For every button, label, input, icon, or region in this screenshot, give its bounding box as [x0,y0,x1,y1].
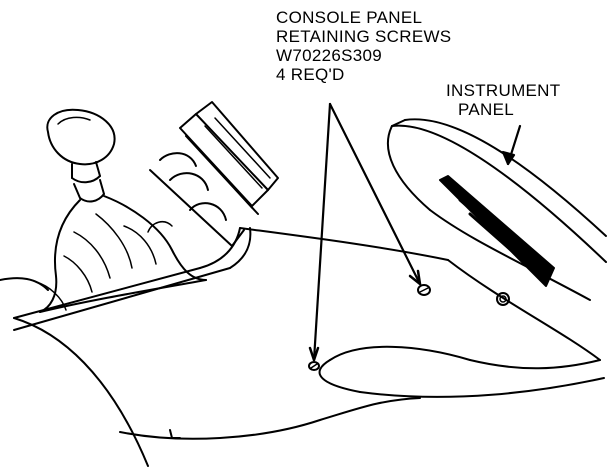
console-panel-screws-callout: CONSOLE PANEL RETAINING SCREWS W70226S30… [276,8,451,84]
screw-leader-lines [308,102,422,362]
console-panel [13,227,605,467]
instrument-panel [387,118,607,301]
gear-shift-knob [46,108,116,203]
callout-line: PANEL [458,100,514,119]
instrument-panel-vent [439,175,555,287]
callout-line: RETAINING SCREWS [276,27,452,46]
center-stack [149,101,279,247]
retaining-screw [417,284,431,296]
retaining-screw [496,292,510,306]
callout-line: INSTRUMENT [446,81,561,100]
callout-quantity: 4 REQ'D [276,65,345,84]
callout-part-number: W70226S309 [276,46,383,65]
callout-line: CONSOLE PANEL [276,8,423,27]
shift-boot [35,195,207,313]
instrument-panel-arrow [501,124,522,166]
console-top-trim [0,227,252,331]
instrument-panel-callout: INSTRUMENT PANEL [446,81,560,119]
retaining-screw [308,361,320,371]
